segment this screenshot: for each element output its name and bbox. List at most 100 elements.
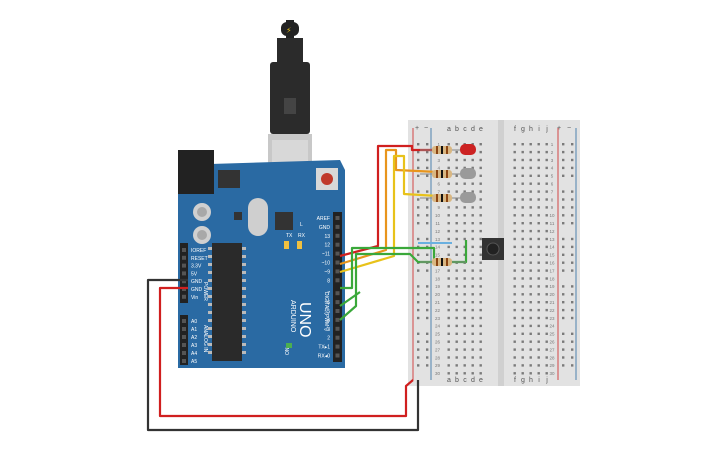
row-number: 16 xyxy=(549,261,555,266)
digital-pin-label: 8 xyxy=(327,278,330,284)
column-letter: j xyxy=(545,377,548,384)
header-pin[interactable] xyxy=(335,278,340,283)
led-gray-1[interactable] xyxy=(460,168,476,179)
row-number: 9 xyxy=(551,205,554,210)
column-letter: d xyxy=(471,377,475,384)
push-button[interactable] xyxy=(482,238,504,260)
resistor-4 xyxy=(420,258,466,266)
row-number: 3 xyxy=(437,158,440,163)
analog-pin-label: A4 xyxy=(191,351,197,357)
header-pin[interactable] xyxy=(335,353,340,358)
header-pin[interactable] xyxy=(182,327,186,331)
row-number: 26 xyxy=(549,340,555,345)
header-pin[interactable] xyxy=(335,233,340,238)
column-letter: g xyxy=(521,377,525,384)
reset-button[interactable] xyxy=(321,173,333,185)
column-letter: c xyxy=(463,126,467,133)
row-number: 26 xyxy=(435,340,441,345)
header-pin[interactable] xyxy=(335,335,340,340)
row-number: 25 xyxy=(549,332,555,337)
column-letter: b xyxy=(455,126,459,133)
digital-pin-label: ~3 xyxy=(324,327,330,333)
header-pin[interactable] xyxy=(182,335,186,339)
row-number: 1 xyxy=(551,142,554,147)
row-number: 6 xyxy=(551,182,554,187)
column-letter: h xyxy=(529,377,533,384)
column-letter: i xyxy=(538,126,540,133)
wire-black-gnd xyxy=(146,278,420,432)
row-number: 23 xyxy=(435,316,441,321)
header-pin[interactable] xyxy=(182,248,186,252)
row-number: 24 xyxy=(549,324,555,329)
header-pin[interactable] xyxy=(182,255,186,260)
row-number: 30 xyxy=(435,371,441,376)
led-body xyxy=(460,168,476,179)
header-pin[interactable] xyxy=(182,294,186,299)
row-number: 14 xyxy=(435,245,441,250)
resistor-2 xyxy=(420,170,466,178)
led-gray-2[interactable] xyxy=(460,192,476,203)
row-number: 29 xyxy=(549,363,555,368)
header-pin[interactable] xyxy=(335,251,340,256)
row-number: 15 xyxy=(435,253,441,258)
digital-pin-label: ~9 xyxy=(324,269,330,275)
row-number: 2 xyxy=(551,150,554,155)
column-letter: b xyxy=(455,377,459,384)
power-pin-label: 3.3V xyxy=(191,264,202,270)
crystal xyxy=(248,198,268,236)
row-number: 25 xyxy=(435,332,441,337)
header-pin[interactable] xyxy=(182,263,186,268)
power-pin-label: IOREF xyxy=(191,248,206,254)
header-pin[interactable] xyxy=(335,326,340,331)
digital-pin-label: RX◂0 xyxy=(318,354,330,360)
usb-icon: ⚡ xyxy=(286,26,292,35)
row-number: 15 xyxy=(549,253,555,258)
digital-pin-label: ~10 xyxy=(322,261,331,267)
header-pin[interactable] xyxy=(335,260,340,265)
analog-label: ANALOG IN xyxy=(202,325,208,353)
led-body xyxy=(460,192,476,203)
row-number: 6 xyxy=(437,182,440,187)
power-pin-label: RESET xyxy=(191,256,208,262)
header-pin[interactable] xyxy=(182,271,186,276)
row-number: 12 xyxy=(549,229,555,234)
row-number: 3 xyxy=(551,158,554,163)
header-pin[interactable] xyxy=(335,300,340,305)
row-number: 20 xyxy=(435,292,441,297)
header-pin[interactable] xyxy=(335,291,340,296)
header-pin[interactable] xyxy=(335,224,340,229)
row-number: 7 xyxy=(551,189,554,194)
header-pin[interactable] xyxy=(335,216,340,220)
power-jack xyxy=(178,150,214,194)
column-letter: f xyxy=(514,126,516,133)
row-number: 28 xyxy=(435,355,441,360)
row-number: 13 xyxy=(549,237,555,242)
row-number: 24 xyxy=(435,324,441,329)
microcontroller-chip xyxy=(212,243,242,361)
header-pin[interactable] xyxy=(335,269,340,274)
column-letter: f xyxy=(514,377,516,384)
column-letter: c xyxy=(463,377,467,384)
header-pin[interactable] xyxy=(335,344,340,349)
column-letter: e xyxy=(479,377,483,384)
header-pin[interactable] xyxy=(182,343,186,347)
row-number: 5 xyxy=(551,174,554,179)
digital-pin-label: ~5 xyxy=(324,309,330,315)
header-pin[interactable] xyxy=(182,351,186,355)
row-number: 10 xyxy=(549,213,555,218)
wire-green-9 xyxy=(340,246,436,290)
header-pin[interactable] xyxy=(335,309,340,313)
header-pin[interactable] xyxy=(182,279,186,284)
digital-pin-label: 13 xyxy=(324,234,330,240)
digital-pin-label: ~6 xyxy=(324,300,330,306)
led-red[interactable] xyxy=(460,144,476,155)
power-label: POWER xyxy=(202,282,208,301)
header-pin[interactable] xyxy=(182,319,186,323)
digital-header xyxy=(333,212,342,362)
header-pin[interactable] xyxy=(182,359,186,363)
row-number: 9 xyxy=(437,205,440,210)
analog-pin-label: A0 xyxy=(191,319,197,325)
header-pin[interactable] xyxy=(335,242,340,247)
header-pin[interactable] xyxy=(335,317,340,322)
